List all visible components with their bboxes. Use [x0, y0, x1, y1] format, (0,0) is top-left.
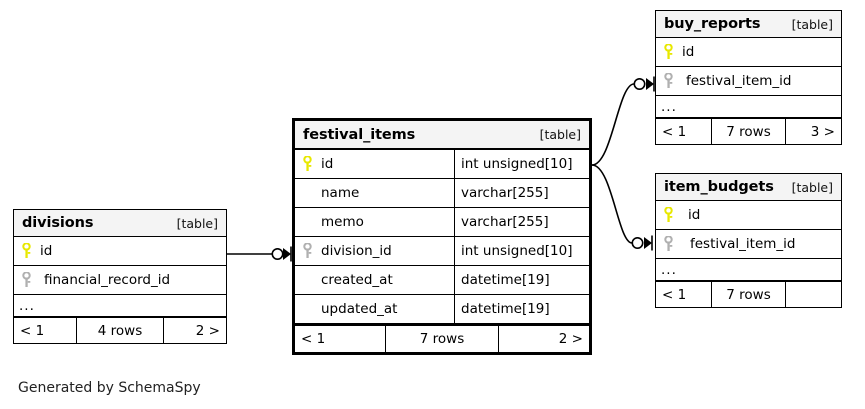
column-name: updated_at: [321, 301, 398, 317]
column-name: id: [321, 156, 334, 172]
edge-festival-items-to-buy-reports: [591, 76, 655, 166]
table-type-tag: [table]: [176, 215, 218, 231]
primary-key-icon: [295, 156, 319, 172]
row-count: 7 rows: [385, 326, 499, 352]
ellipsis-label: ...: [661, 261, 677, 278]
column-name: id: [682, 44, 695, 60]
column-name: festival_item_id: [690, 236, 796, 252]
prev-page-button[interactable]: < 1: [301, 331, 326, 347]
column-type: varchar[255]: [454, 208, 589, 236]
more-columns-indicator: ...: [656, 259, 841, 281]
table-row[interactable]: festival_item_id: [656, 230, 841, 259]
column-type: int unsigned[10]: [454, 150, 589, 178]
prev-page-button[interactable]: < 1: [662, 286, 687, 303]
table-header-buy-reports: buy_reports [table]: [656, 11, 841, 38]
table-footer-buy-reports: < 1 7 rows 3 >: [656, 118, 841, 144]
column-name: name: [321, 185, 360, 201]
table-row[interactable]: id: [656, 38, 841, 67]
column-type: datetime[19]: [454, 295, 589, 323]
next-page-button[interactable]: 2 >: [558, 331, 583, 347]
column-type: datetime[19]: [454, 266, 589, 294]
table-footer-divisions: < 1 4 rows 2 >: [14, 317, 226, 343]
column-name: id: [688, 207, 701, 223]
next-page-button[interactable]: 2 >: [195, 322, 220, 339]
table-row[interactable]: id: [14, 237, 226, 266]
table-row[interactable]: financial_record_id: [14, 266, 226, 295]
column-name: financial_record_id: [44, 272, 171, 288]
table-row[interactable]: id: [656, 201, 841, 230]
table-row[interactable]: festival_item_id: [656, 67, 841, 96]
primary-key-icon: [656, 207, 680, 223]
generated-by-caption: Generated by SchemaSpy: [18, 380, 201, 396]
prev-page-button[interactable]: < 1: [662, 123, 687, 140]
next-page-button[interactable]: [786, 282, 841, 307]
table-row[interactable]: name varchar[255]: [295, 179, 589, 208]
column-type: varchar[255]: [454, 179, 589, 207]
table-row[interactable]: memo varchar[255]: [295, 208, 589, 237]
table-row[interactable]: id int unsigned[10]: [295, 150, 589, 179]
column-name: id: [40, 243, 53, 259]
table-type-tag: [table]: [791, 179, 833, 195]
ellipsis-label: ...: [661, 98, 677, 115]
column-name: festival_item_id: [686, 73, 792, 89]
table-header-item-budgets: item_budgets [table]: [656, 174, 841, 201]
more-columns-indicator: ...: [656, 96, 841, 118]
table-row[interactable]: updated_at datetime[19]: [295, 295, 589, 324]
more-columns-indicator: ...: [14, 295, 226, 317]
table-name: festival_items: [303, 126, 416, 143]
prev-page-button[interactable]: < 1: [20, 322, 45, 339]
foreign-key-icon: [656, 73, 680, 89]
edge-festival-items-to-item-budgets: [591, 164, 653, 251]
column-name: memo: [321, 214, 364, 230]
next-page-button[interactable]: 3 >: [810, 123, 835, 140]
edge-divisions-to-festival-items: [227, 246, 292, 262]
table-header-festival-items: festival_items [table]: [295, 121, 589, 150]
table-footer-festival-items: < 1 7 rows 2 >: [295, 324, 589, 352]
foreign-key-icon: [656, 236, 680, 252]
column-name: division_id: [321, 243, 392, 259]
table-type-tag: [table]: [539, 127, 581, 142]
table-type-tag: [table]: [791, 16, 833, 32]
table-festival-items[interactable]: festival_items [table] id int unsigned[1…: [292, 118, 592, 355]
foreign-key-icon: [295, 243, 319, 259]
ellipsis-label: ...: [19, 297, 35, 314]
row-count: 7 rows: [711, 282, 786, 307]
table-name: divisions: [22, 215, 94, 231]
table-buy-reports[interactable]: buy_reports [table] id festival_item_id …: [655, 10, 842, 145]
primary-key-icon: [656, 44, 680, 60]
row-count: 7 rows: [711, 119, 786, 144]
table-name: buy_reports: [664, 16, 761, 32]
primary-key-icon: [14, 243, 38, 259]
foreign-key-icon: [14, 272, 38, 288]
table-item-budgets[interactable]: item_budgets [table] id festival_item_id…: [655, 173, 842, 308]
row-count: 4 rows: [76, 318, 164, 343]
table-divisions[interactable]: divisions [table] id financial_record_id…: [13, 209, 227, 344]
table-row[interactable]: created_at datetime[19]: [295, 266, 589, 295]
column-type: int unsigned[10]: [454, 237, 589, 265]
table-header-divisions: divisions [table]: [14, 210, 226, 237]
column-name: created_at: [321, 272, 393, 288]
table-row[interactable]: division_id int unsigned[10]: [295, 237, 589, 266]
table-name: item_budgets: [664, 179, 774, 195]
table-footer-item-budgets: < 1 7 rows: [656, 281, 841, 307]
